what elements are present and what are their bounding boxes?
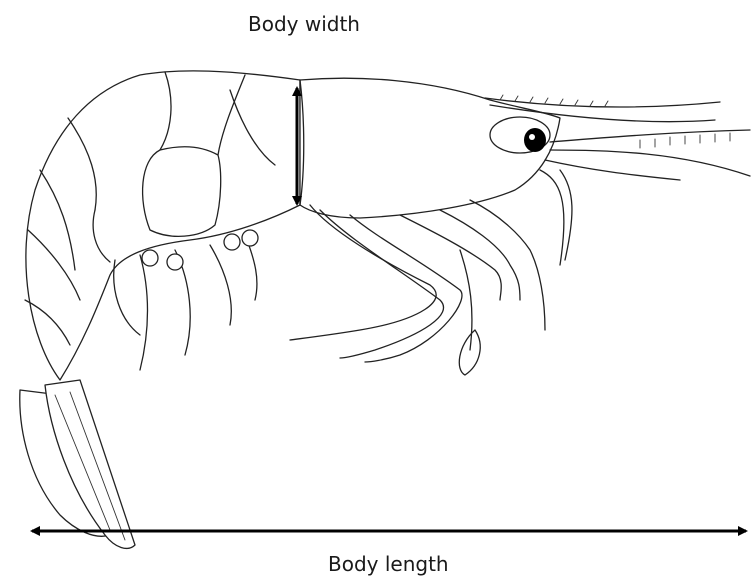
antennae (540, 130, 750, 265)
body-width-label: Body width (248, 12, 360, 36)
eye (490, 117, 550, 153)
abdomen (25, 71, 300, 380)
body-length-label: Body length (328, 552, 449, 576)
tail-fan (20, 380, 135, 548)
walking-legs (290, 200, 545, 375)
